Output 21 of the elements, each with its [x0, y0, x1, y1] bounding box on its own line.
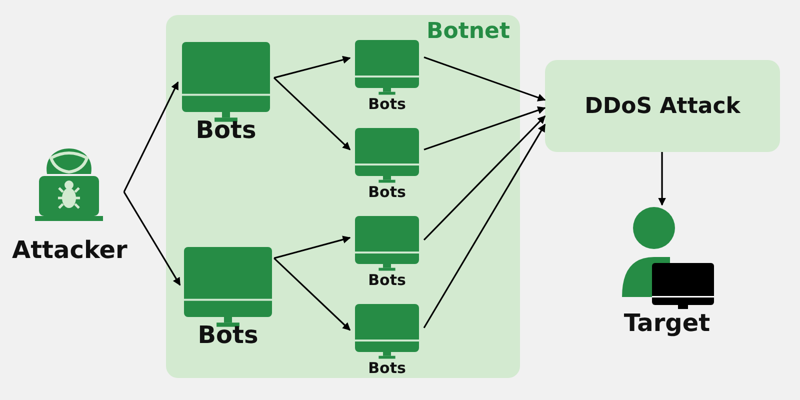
group-title: Botnet [426, 19, 510, 44]
arrow [424, 106, 546, 150]
arrow [274, 56, 351, 79]
arrow [274, 236, 351, 259]
node-label: Bots [367, 271, 407, 289]
arrow [273, 77, 351, 150]
node-label: Bots [367, 183, 407, 201]
arrow [423, 116, 546, 240]
group-panel [166, 15, 520, 378]
arrow [274, 258, 351, 331]
node-label: Target [622, 309, 712, 337]
node-label: Bots [196, 321, 260, 349]
arrow [123, 81, 179, 192]
node-label: Bots [194, 116, 258, 144]
node-label: Bots [367, 359, 407, 377]
node-label: Bots [367, 95, 407, 113]
arrow [424, 56, 546, 102]
process-box: DDoS Attack [545, 60, 780, 152]
arrow [423, 124, 546, 328]
arrow [123, 192, 181, 286]
arrow [658, 152, 666, 206]
